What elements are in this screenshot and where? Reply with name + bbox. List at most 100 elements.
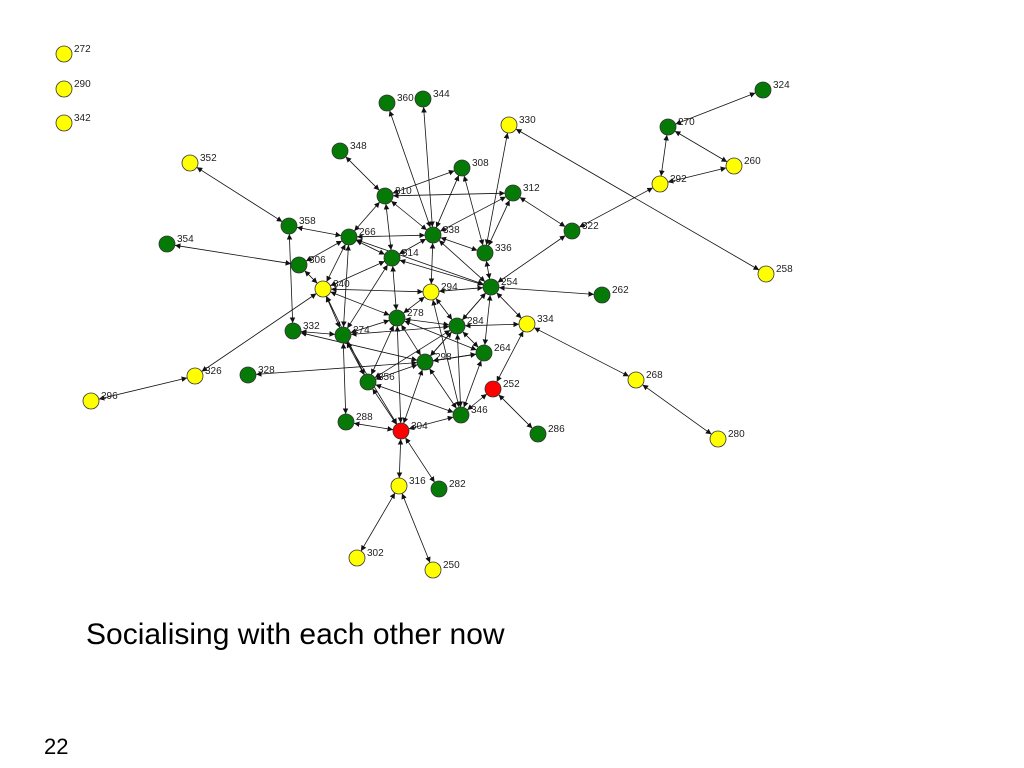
node-circle-342[interactable] [55, 114, 73, 132]
node-328[interactable]: 328 [239, 365, 275, 384]
node-circle-250[interactable] [424, 561, 442, 579]
node-circle-332[interactable] [284, 322, 302, 340]
node-324[interactable]: 324 [754, 80, 790, 99]
node-circle-354[interactable] [158, 235, 176, 253]
node-circle-310[interactable] [376, 187, 394, 205]
node-circle-316[interactable] [390, 477, 408, 495]
node-circle-262[interactable] [593, 286, 611, 304]
node-356[interactable]: 356 [359, 372, 395, 391]
node-326[interactable]: 326 [186, 366, 222, 385]
node-250[interactable]: 250 [424, 560, 460, 579]
node-circle-284[interactable] [448, 317, 466, 335]
node-270[interactable]: 270 [659, 117, 695, 136]
node-316[interactable]: 316 [390, 476, 426, 495]
node-circle-330[interactable] [500, 116, 518, 134]
node-288[interactable]: 288 [337, 412, 373, 431]
node-258[interactable]: 258 [757, 264, 793, 283]
node-circle-302[interactable] [348, 549, 366, 567]
node-circle-278[interactable] [388, 309, 406, 327]
node-circle-336[interactable] [476, 244, 494, 262]
node-290[interactable]: 290 [55, 79, 91, 98]
node-346[interactable]: 346 [452, 405, 488, 424]
node-280[interactable]: 280 [709, 429, 745, 448]
node-circle-360[interactable] [378, 94, 396, 112]
node-circle-290[interactable] [55, 80, 73, 98]
node-circle-348[interactable] [331, 142, 349, 160]
node-circle-340[interactable] [314, 280, 332, 298]
node-circle-304[interactable] [392, 422, 410, 440]
node-268[interactable]: 268 [627, 370, 663, 389]
node-circle-314[interactable] [383, 249, 401, 267]
node-292[interactable]: 292 [651, 174, 687, 193]
node-296[interactable]: 296 [82, 391, 118, 410]
node-286[interactable]: 286 [529, 424, 565, 443]
node-circle-272[interactable] [55, 45, 73, 63]
node-252[interactable]: 252 [484, 379, 520, 398]
node-circle-252[interactable] [484, 380, 502, 398]
node-circle-324[interactable] [754, 81, 772, 99]
node-circle-280[interactable] [709, 430, 727, 448]
node-332[interactable]: 332 [284, 321, 320, 340]
node-314[interactable]: 314 [383, 248, 419, 267]
node-circle-334[interactable] [518, 315, 536, 333]
node-360[interactable]: 360 [378, 93, 414, 112]
node-circle-358[interactable] [280, 217, 298, 235]
node-322[interactable]: 322 [563, 221, 599, 240]
node-266[interactable]: 266 [340, 227, 376, 246]
node-circle-286[interactable] [529, 425, 547, 443]
node-260[interactable]: 260 [725, 156, 761, 175]
node-354[interactable]: 354 [158, 234, 194, 253]
node-282[interactable]: 282 [430, 479, 466, 498]
node-circle-328[interactable] [239, 366, 257, 384]
node-circle-356[interactable] [359, 373, 377, 391]
node-circle-322[interactable] [563, 222, 581, 240]
node-circle-264[interactable] [475, 344, 493, 362]
node-circle-298[interactable] [416, 353, 434, 371]
node-circle-312[interactable] [504, 184, 522, 202]
node-circle-292[interactable] [651, 175, 669, 193]
node-circle-352[interactable] [181, 154, 199, 172]
node-310[interactable]: 310 [376, 186, 412, 205]
node-274[interactable]: 274 [334, 325, 370, 344]
node-circle-260[interactable] [725, 157, 743, 175]
node-254[interactable]: 254 [482, 277, 518, 296]
node-circle-326[interactable] [186, 367, 204, 385]
node-264[interactable]: 264 [475, 343, 511, 362]
node-358[interactable]: 358 [280, 216, 316, 235]
node-294[interactable]: 294 [422, 282, 458, 301]
node-340[interactable]: 340 [314, 279, 350, 298]
node-circle-268[interactable] [627, 371, 645, 389]
node-344[interactable]: 344 [414, 89, 450, 108]
node-circle-270[interactable] [659, 118, 677, 136]
node-284[interactable]: 284 [448, 316, 484, 335]
node-circle-294[interactable] [422, 283, 440, 301]
node-298[interactable]: 298 [416, 352, 452, 371]
node-306[interactable]: 306 [290, 255, 326, 274]
node-circle-288[interactable] [337, 413, 355, 431]
node-330[interactable]: 330 [500, 115, 536, 134]
node-272[interactable]: 272 [55, 44, 91, 63]
node-circle-296[interactable] [82, 392, 100, 410]
node-308[interactable]: 308 [453, 158, 489, 177]
node-352[interactable]: 352 [181, 153, 217, 172]
node-circle-282[interactable] [430, 480, 448, 498]
node-304[interactable]: 304 [392, 421, 428, 440]
node-circle-306[interactable] [290, 256, 308, 274]
node-336[interactable]: 336 [476, 243, 512, 262]
node-circle-346[interactable] [452, 406, 470, 424]
node-262[interactable]: 262 [593, 285, 629, 304]
node-334[interactable]: 334 [518, 314, 554, 333]
node-348[interactable]: 348 [331, 141, 367, 160]
node-circle-308[interactable] [453, 159, 471, 177]
node-circle-254[interactable] [482, 278, 500, 296]
node-circle-338[interactable] [424, 226, 442, 244]
node-302[interactable]: 302 [348, 548, 384, 567]
node-circle-266[interactable] [340, 228, 358, 246]
node-278[interactable]: 278 [388, 308, 424, 327]
node-circle-258[interactable] [757, 265, 775, 283]
node-312[interactable]: 312 [504, 183, 540, 202]
node-338[interactable]: 338 [424, 225, 460, 244]
node-circle-344[interactable] [414, 90, 432, 108]
node-circle-274[interactable] [334, 326, 352, 344]
node-342[interactable]: 342 [55, 113, 91, 132]
